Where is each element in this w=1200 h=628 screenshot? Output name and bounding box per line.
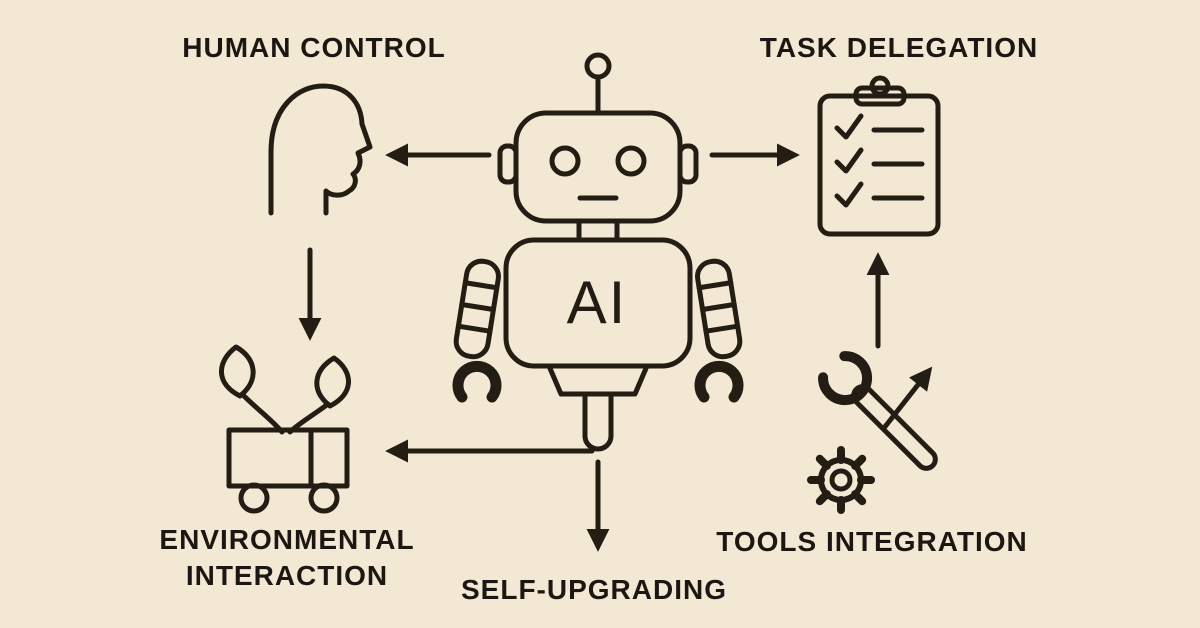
clipboard-checklist-icon bbox=[817, 75, 941, 237]
human-head-profile-icon bbox=[268, 83, 373, 216]
label-human-control: HUMAN CONTROL bbox=[182, 32, 446, 63]
label-self-upgrading: SELF-UPGRADING bbox=[461, 574, 727, 605]
robot-arm-right bbox=[695, 258, 743, 360]
robot-eye-left bbox=[549, 145, 581, 177]
robot-gripper-right bbox=[694, 360, 744, 403]
wrench-icon bbox=[818, 351, 938, 471]
robot-arm-left bbox=[453, 258, 501, 360]
robot-ai-label: AI bbox=[566, 269, 628, 336]
robot-icon bbox=[452, 52, 744, 452]
plant-in-truck-icon bbox=[219, 344, 351, 514]
robot-eye-right bbox=[615, 145, 647, 177]
gear-icon bbox=[807, 446, 875, 514]
label-task-delegation: TASK DELEGATION bbox=[759, 32, 1039, 63]
robot-head bbox=[513, 110, 683, 224]
wrench-gear-arrow-icon bbox=[807, 351, 938, 514]
robot-body bbox=[503, 237, 693, 369]
robot-gripper-left bbox=[452, 360, 502, 403]
robot-antenna-ball bbox=[584, 52, 612, 80]
up-right-arrow-icon bbox=[881, 366, 933, 431]
label-tools-integration: TOOLS INTEGRATION bbox=[716, 526, 1028, 557]
label-environmental-interaction: ENVIRONMENTAL INTERACTION bbox=[159, 524, 415, 592]
